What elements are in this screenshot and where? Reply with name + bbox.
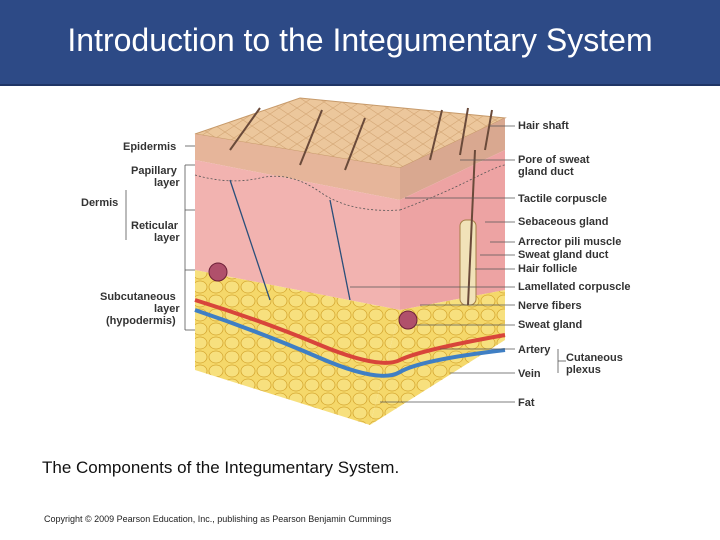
- label-papillary-1: Papillary: [131, 165, 178, 177]
- label-hair-shaft: Hair shaft: [518, 120, 569, 132]
- label-sweat-gland: Sweat gland: [518, 319, 582, 331]
- label-vein: Vein: [518, 368, 541, 380]
- label-subcutaneous-2: layer: [154, 303, 180, 315]
- nerve-fiber-2: [329, 199, 351, 301]
- side-epidermis: [400, 118, 505, 200]
- label-hair-follicle: Hair follicle: [518, 263, 577, 275]
- label-pore-2: gland duct: [518, 166, 574, 178]
- front-epidermis: [195, 134, 400, 200]
- label-reticular-2: layer: [154, 232, 180, 244]
- label-nerve: Nerve fibers: [518, 300, 582, 312]
- label-reticular-1: Reticular: [131, 220, 179, 232]
- label-pore-1: Pore of sweat: [518, 154, 590, 166]
- follicle-hair: [467, 149, 476, 306]
- vein-vessel: [194, 308, 506, 378]
- left-brackets: [125, 145, 195, 331]
- side-dermis: [400, 150, 505, 310]
- title-bar: Introduction to the Integumentary System: [0, 0, 720, 86]
- figure-caption: The Components of the Integumentary Syst…: [42, 458, 400, 477]
- label-tactile: Tactile corpuscle: [518, 193, 607, 205]
- papillary-boundary-side: [399, 164, 506, 211]
- label-sebaceous: Sebaceous gland: [518, 216, 608, 228]
- sweat-gland-coil-2: [398, 310, 418, 330]
- label-papillary-2: layer: [154, 177, 180, 189]
- skin-cross-section: Epidermis Papillary layer Dermis Reticul…: [81, 97, 631, 425]
- copyright-notice: Copyright © 2009 Pearson Education, Inc.…: [44, 514, 392, 524]
- front-dermis: [195, 160, 400, 310]
- skin-diagram: Epidermis Papillary layer Dermis Reticul…: [0, 86, 720, 436]
- label-subcutaneous-3: (hypodermis): [106, 315, 176, 327]
- label-subcutaneous-1: Subcutaneous: [100, 291, 176, 303]
- hair-group: [229, 107, 493, 171]
- artery-vessel: [194, 298, 506, 365]
- label-cutaneous-1: Cutaneous: [566, 352, 623, 364]
- label-artery: Artery: [518, 344, 551, 356]
- label-dermis: Dermis: [81, 197, 118, 209]
- label-epidermis: Epidermis: [123, 141, 176, 153]
- label-cutaneous-2: plexus: [566, 364, 601, 376]
- label-sweat-duct: Sweat gland duct: [518, 249, 609, 261]
- sweat-gland-coil: [208, 262, 228, 282]
- nerve-fiber: [229, 179, 271, 301]
- label-lamellated: Lamellated corpuscle: [518, 281, 631, 293]
- right-leaders: [350, 125, 566, 403]
- slide-title: Introduction to the Integumentary System: [67, 22, 653, 58]
- label-arrector: Arrector pili muscle: [518, 236, 621, 248]
- label-fat: Fat: [518, 397, 535, 409]
